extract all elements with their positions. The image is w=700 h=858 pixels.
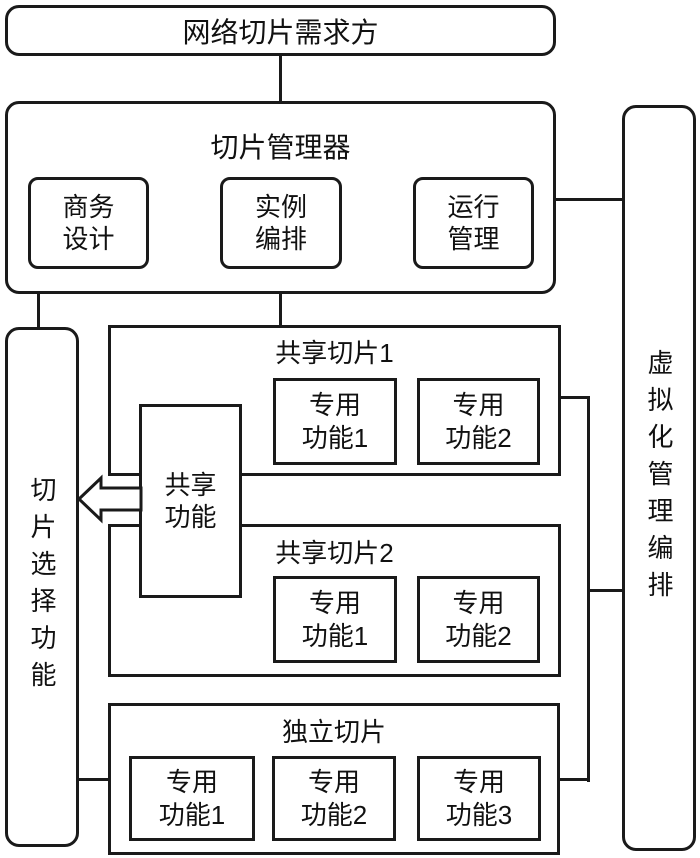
operation-management-box: 运行 管理	[413, 177, 534, 269]
virtualization-orchestration-box: 虚拟化管理编排	[622, 105, 696, 851]
connector-manager-to-shared-slice-1	[279, 294, 282, 326]
connector-shared-slice-1-stub	[559, 396, 590, 399]
left-arrow-icon	[76, 474, 143, 524]
shared-slice-2-dedicated-function-2-box: 专用 功能2	[417, 576, 540, 663]
connector-manager-to-slice-selection	[37, 294, 40, 328]
dedicated-function-label: 专用 功能3	[445, 767, 513, 830]
instance-orchestration-label: 实例 编排	[254, 191, 307, 255]
connector-customer-to-manager	[279, 56, 282, 101]
dedicated-function-label: 专用 功能2	[445, 588, 512, 651]
shared-slice-1-title: 共享切片1	[275, 338, 394, 368]
connector-to-virtualization-stub	[588, 589, 622, 592]
shared-slice-2-dedicated-function-1-box: 专用 功能1	[273, 576, 397, 663]
dedicated-function-label: 专用 功能1	[301, 588, 369, 651]
slice-selection-box: 切片选择功能	[5, 327, 79, 847]
shared-slice-1-dedicated-function-2-box: 专用 功能2	[417, 378, 540, 465]
operation-management-label: 运行 管理	[447, 191, 500, 255]
virtualization-orchestration-label: 虚拟化管理编排	[644, 348, 674, 608]
shared-slice-2-title: 共享切片2	[275, 538, 394, 568]
dedicated-function-label: 专用 功能2	[300, 767, 368, 830]
independent-slice-dedicated-function-3-box: 专用 功能3	[417, 756, 541, 841]
shared-function-label: 共享 功能	[164, 469, 217, 533]
shared-slice-1-dedicated-function-1-box: 专用 功能1	[273, 378, 397, 465]
independent-slice-title: 独立切片	[281, 717, 386, 747]
business-design-box: 商务 设计	[28, 177, 149, 269]
shared-function-box: 共享 功能	[139, 404, 242, 598]
dedicated-function-label: 专用 功能1	[158, 767, 226, 830]
connector-selection-to-independent	[77, 778, 110, 781]
dedicated-function-label: 专用 功能2	[445, 390, 512, 453]
slice-selection-label: 切片选择功能	[27, 476, 57, 698]
independent-slice-dedicated-function-1-box: 专用 功能1	[129, 756, 255, 841]
independent-slice-dedicated-function-2-box: 专用 功能2	[272, 756, 396, 841]
connector-manager-to-virtualization	[556, 198, 622, 201]
network-slice-customer-label: 网络切片需求方	[182, 16, 379, 48]
business-design-label: 商务 设计	[62, 191, 115, 255]
network-slice-customer-box: 网络切片需求方	[5, 5, 556, 56]
connector-independent-slice-stub	[558, 778, 590, 781]
slice-manager-title: 切片管理器	[210, 132, 351, 163]
instance-orchestration-box: 实例 编排	[220, 177, 342, 269]
dedicated-function-label: 专用 功能1	[301, 390, 369, 453]
